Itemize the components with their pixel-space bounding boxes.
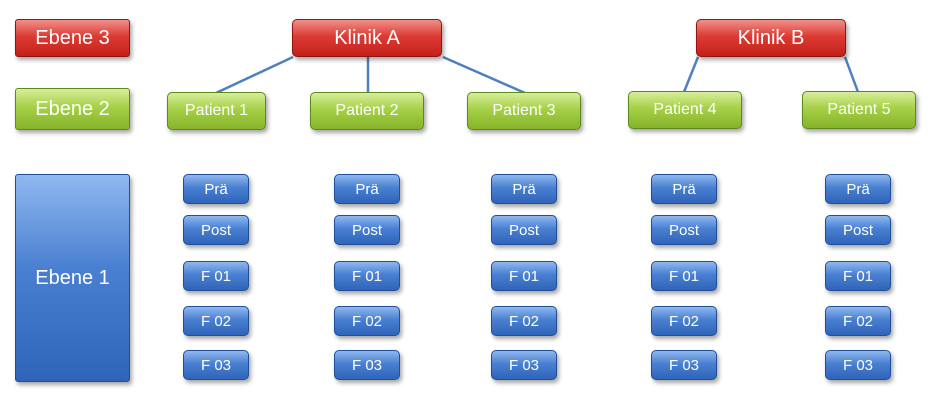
patient-1-item-post: Post (183, 215, 249, 245)
patient-5-item-f02: F 02 (825, 306, 891, 336)
patient-3-item-f01: F 01 (491, 261, 557, 291)
patient-4-item-f01: F 01 (651, 261, 717, 291)
patient-3-item-pre: Prä (491, 174, 557, 204)
patient-4-item-f03: F 03 (651, 350, 717, 380)
patient-3: Patient 3 (467, 92, 581, 130)
patient-5-item-f03: F 03 (825, 350, 891, 380)
patient-4-item-pre: Prä (651, 174, 717, 204)
patient-3-item-post: Post (491, 215, 557, 245)
level-1-label: Ebene 1 (15, 174, 130, 382)
connector-klinik-a-patient-1 (215, 55, 294, 95)
patient-4-item-post: Post (651, 215, 717, 245)
patient-2-item-f02: F 02 (334, 306, 400, 336)
patient-1: Patient 1 (167, 92, 266, 130)
patient-4: Patient 4 (628, 91, 742, 129)
patient-5-item-post: Post (825, 215, 891, 245)
patient-5-item-f01: F 01 (825, 261, 891, 291)
level-3-label: Ebene 3 (15, 19, 130, 57)
patient-1-item-f01: F 01 (183, 261, 249, 291)
patient-2: Patient 2 (310, 92, 424, 130)
patient-2-item-pre: Prä (334, 174, 400, 204)
patient-4-item-f02: F 02 (651, 306, 717, 336)
level-2-label: Ebene 2 (15, 88, 130, 130)
patient-2-item-f03: F 03 (334, 350, 400, 380)
clinic-klinik-b: Klinik B (696, 19, 846, 57)
patient-1-item-f02: F 02 (183, 306, 249, 336)
patient-1-item-pre: Prä (183, 174, 249, 204)
patient-3-item-f02: F 02 (491, 306, 557, 336)
patient-5: Patient 5 (802, 91, 916, 129)
patient-2-item-f01: F 01 (334, 261, 400, 291)
patient-2-item-post: Post (334, 215, 400, 245)
connector-klinik-b-patient-5 (843, 56, 860, 93)
connector-klinik-b-patient-4 (682, 56, 700, 93)
connector-klinik-a-patient-3 (442, 55, 526, 95)
patient-3-item-f03: F 03 (491, 350, 557, 380)
patient-1-item-f03: F 03 (183, 350, 249, 380)
clinic-klinik-a: Klinik A (292, 19, 442, 57)
patient-5-item-pre: Prä (825, 174, 891, 204)
